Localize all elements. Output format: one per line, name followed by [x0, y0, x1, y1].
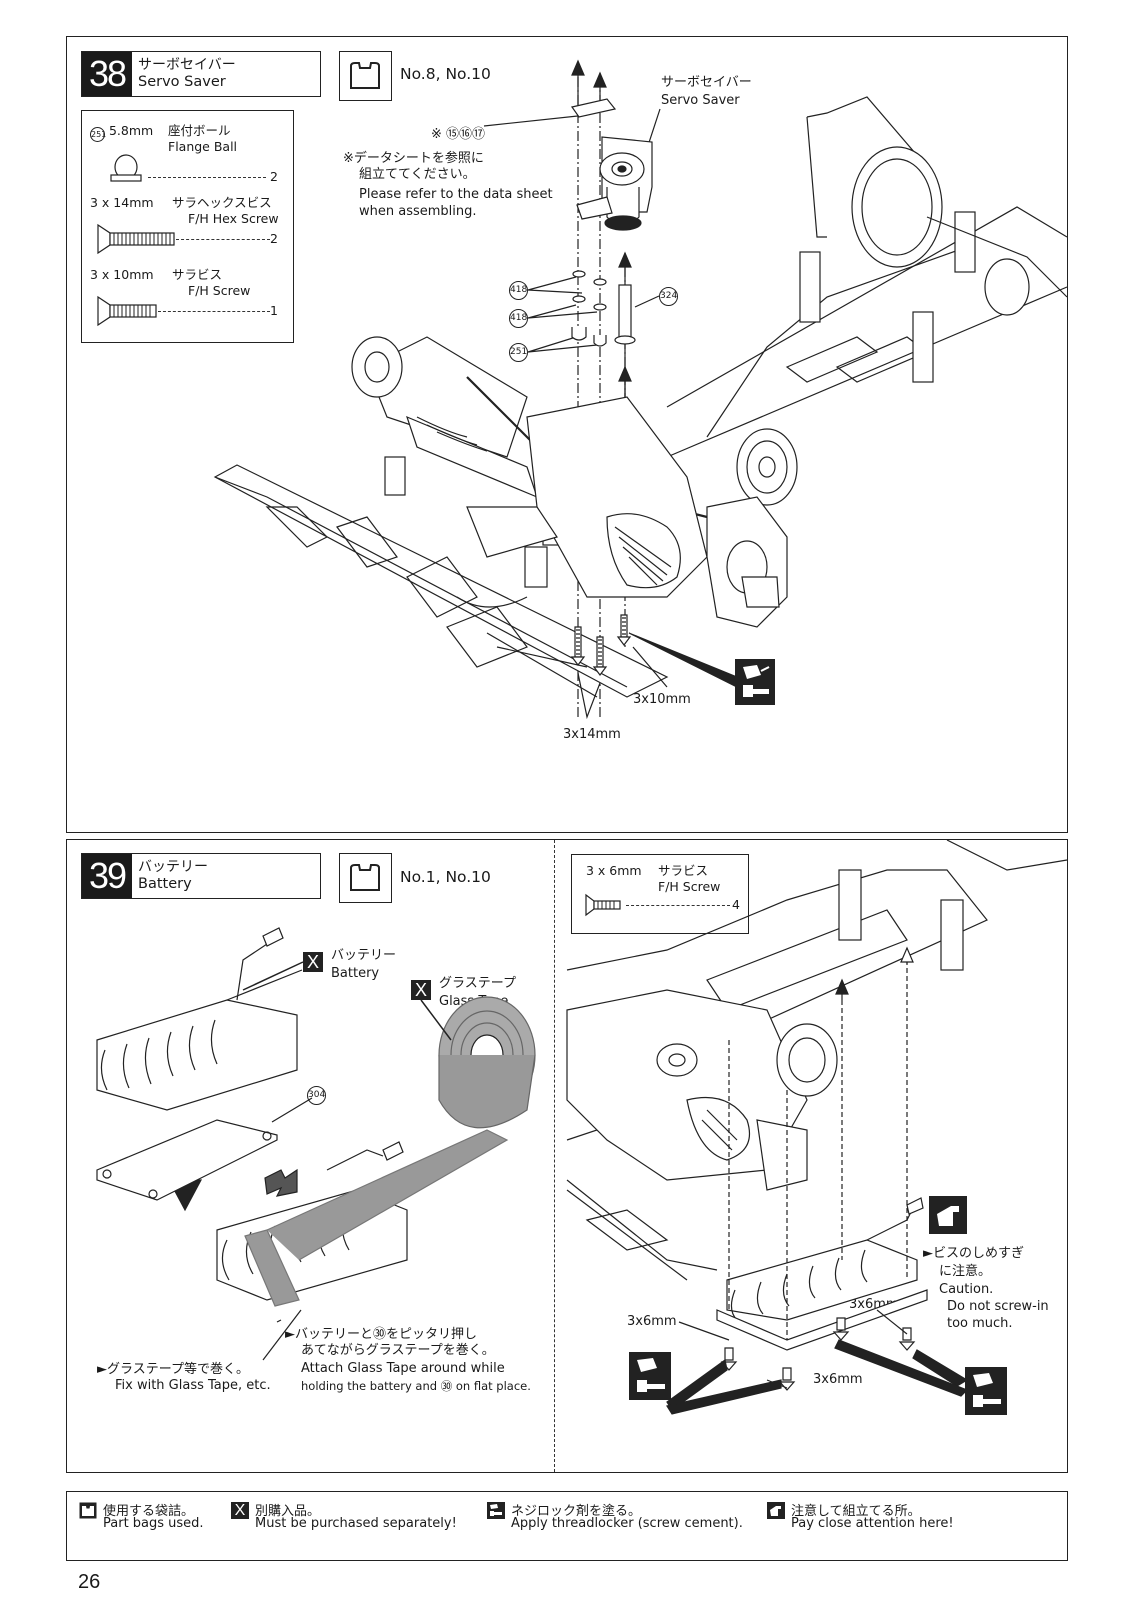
part-name-jp: サラビス	[658, 863, 709, 878]
threadlocker-icon	[629, 1352, 671, 1400]
attention-icon	[767, 1502, 785, 1519]
note-en-line2: when assembling.	[359, 204, 477, 219]
note-part-ref: ※ ⑮⑯⑰	[431, 127, 486, 142]
step-title-en: Battery	[138, 876, 192, 892]
bag-numbers: No.1, No.10	[400, 868, 491, 886]
step-39-header: 39 バッテリー Battery	[81, 853, 321, 899]
threadlocker-icon	[735, 659, 775, 705]
legend-en: Must be purchased separately!	[255, 1516, 457, 1531]
screw-label-short: 3x10mm	[633, 692, 691, 707]
page-number: 26	[78, 1571, 101, 1593]
step-title-jp: バッテリー	[138, 859, 208, 875]
callout-304: 304	[307, 1086, 326, 1105]
fix-note-en: Fix with Glass Tape, etc.	[115, 1378, 271, 1393]
step-39-panel: 39 バッテリー Battery No.1, No.10 3 x 6mm サラビ…	[66, 839, 1068, 1473]
part-size: 251 5.8mm	[90, 123, 153, 142]
screw-label-3x6: 3x6mm	[627, 1314, 677, 1329]
part-name-en: F/H Screw	[658, 879, 721, 894]
caution-note-en-line2: Do not screw-in	[947, 1299, 1049, 1314]
legend-jp: ネジロック剤を塗る。	[511, 1504, 642, 1519]
note-jp-line1: ※データシートを参照に	[343, 151, 484, 166]
caution-note-jp-line1: ►ビスのしめすぎ	[923, 1246, 1024, 1261]
part-qty: 4	[732, 897, 740, 912]
part-name-en: F/H Screw	[188, 283, 251, 298]
caution-note-jp-line2: に注意。	[939, 1264, 992, 1279]
purchase-separately-icon: X	[303, 952, 323, 972]
part-bag-box	[339, 51, 392, 101]
part-bag-box	[339, 853, 392, 903]
hex-screw-icon	[97, 223, 175, 255]
part-size: 3 x 14mm	[90, 195, 154, 210]
callout-418: 418	[509, 309, 528, 328]
threadlocker-icon	[487, 1502, 505, 1519]
parts-list-box: 251 5.8mm 座付ボール Flange Ball 2 3 x 14mm サ…	[81, 110, 294, 343]
screw-label-3x6: 3x6mm	[813, 1372, 863, 1387]
step-title-en: Servo Saver	[138, 74, 226, 90]
part-name-jp: 座付ボール	[168, 123, 231, 138]
legend-jp: 別購入品。	[255, 1504, 321, 1519]
part-size: 3 x 10mm	[90, 267, 154, 282]
purchase-separately-icon: X	[231, 1502, 249, 1519]
part-name-en: F/H Hex Screw	[188, 211, 279, 226]
servo-saver-assembly-illustration	[213, 59, 1068, 720]
attach-note-en-line2: holding the battery and ㉚ on flat place.	[301, 1379, 531, 1393]
flat-head-screw-icon	[97, 295, 157, 327]
section-divider	[554, 840, 555, 1472]
part-qty: 2	[270, 169, 278, 184]
callout-251: 251	[509, 343, 528, 362]
legend-en: Pay close attention here!	[791, 1516, 954, 1531]
glass-tape-label-jp: グラステープ	[439, 976, 516, 991]
part-name-jp: サラビス	[172, 267, 223, 282]
step-number: 38	[82, 52, 132, 96]
step-number: 39	[82, 854, 132, 898]
step-title-jp: サーボセイバー	[138, 57, 236, 73]
callout-324: 324	[659, 287, 678, 306]
attach-note-jp-line1: ►バッテリーと㉚をピッタリ押し	[285, 1327, 477, 1342]
servo-saver-label-en: Servo Saver	[661, 93, 740, 108]
battery-label-jp: バッテリー	[331, 948, 397, 963]
servo-saver-label-jp: サーボセイバー	[661, 75, 752, 90]
attach-note-jp-line2: あてながらグラステープを巻く。	[301, 1343, 495, 1358]
part-bag-icon	[350, 62, 380, 89]
note-en-line1: Please refer to the data sheet	[359, 187, 553, 202]
part-id: 251	[90, 127, 106, 142]
legend-jp: 注意して組立てる所。	[791, 1504, 921, 1519]
flat-head-screw-icon	[585, 893, 621, 917]
part-qty: 2	[270, 231, 278, 246]
screw-label-long: 3x14mm	[563, 727, 621, 742]
legend-jp: 使用する袋詰。	[103, 1504, 195, 1519]
callout-418: 418	[509, 281, 528, 300]
threadlocker-icon	[965, 1367, 1007, 1415]
attach-note-en-line1: Attach Glass Tape around while	[301, 1361, 505, 1376]
purchase-separately-icon: X	[411, 980, 431, 1000]
fix-note-jp: ►グラステープ等で巻く。	[97, 1362, 249, 1377]
part-name-jp: サラヘックスビス	[172, 195, 272, 210]
part-bag-icon	[79, 1502, 97, 1519]
bag-numbers: No.8, No.10	[400, 65, 491, 83]
part-size: 3 x 6mm	[586, 863, 642, 878]
attention-icon	[929, 1196, 967, 1234]
note-jp-line2: 組立ててください。	[359, 167, 476, 182]
caution-note-en-line1: Caution.	[939, 1282, 994, 1297]
step-38-header: 38 サーボセイバー Servo Saver	[81, 51, 321, 97]
parts-list-box: 3 x 6mm サラビス F/H Screw 4	[571, 854, 749, 934]
flange-ball-icon	[110, 154, 142, 182]
part-name-en: Flange Ball	[168, 139, 238, 154]
step-38-panel: 38 サーボセイバー Servo Saver No.8, No.10 251 5…	[66, 36, 1068, 833]
legend-en: Apply threadlocker (screw cement).	[511, 1516, 743, 1531]
battery-installation-illustration	[96, 840, 1068, 1415]
legend-bar: 使用する袋詰。 Part bags used. X 別購入品。 Must be …	[66, 1491, 1068, 1561]
part-bag-icon	[350, 864, 380, 891]
legend-en: Part bags used.	[103, 1516, 204, 1531]
caution-note-en-line3: too much.	[947, 1316, 1013, 1331]
battery-label-en: Battery	[331, 966, 380, 981]
part-qty: 1	[270, 303, 278, 318]
